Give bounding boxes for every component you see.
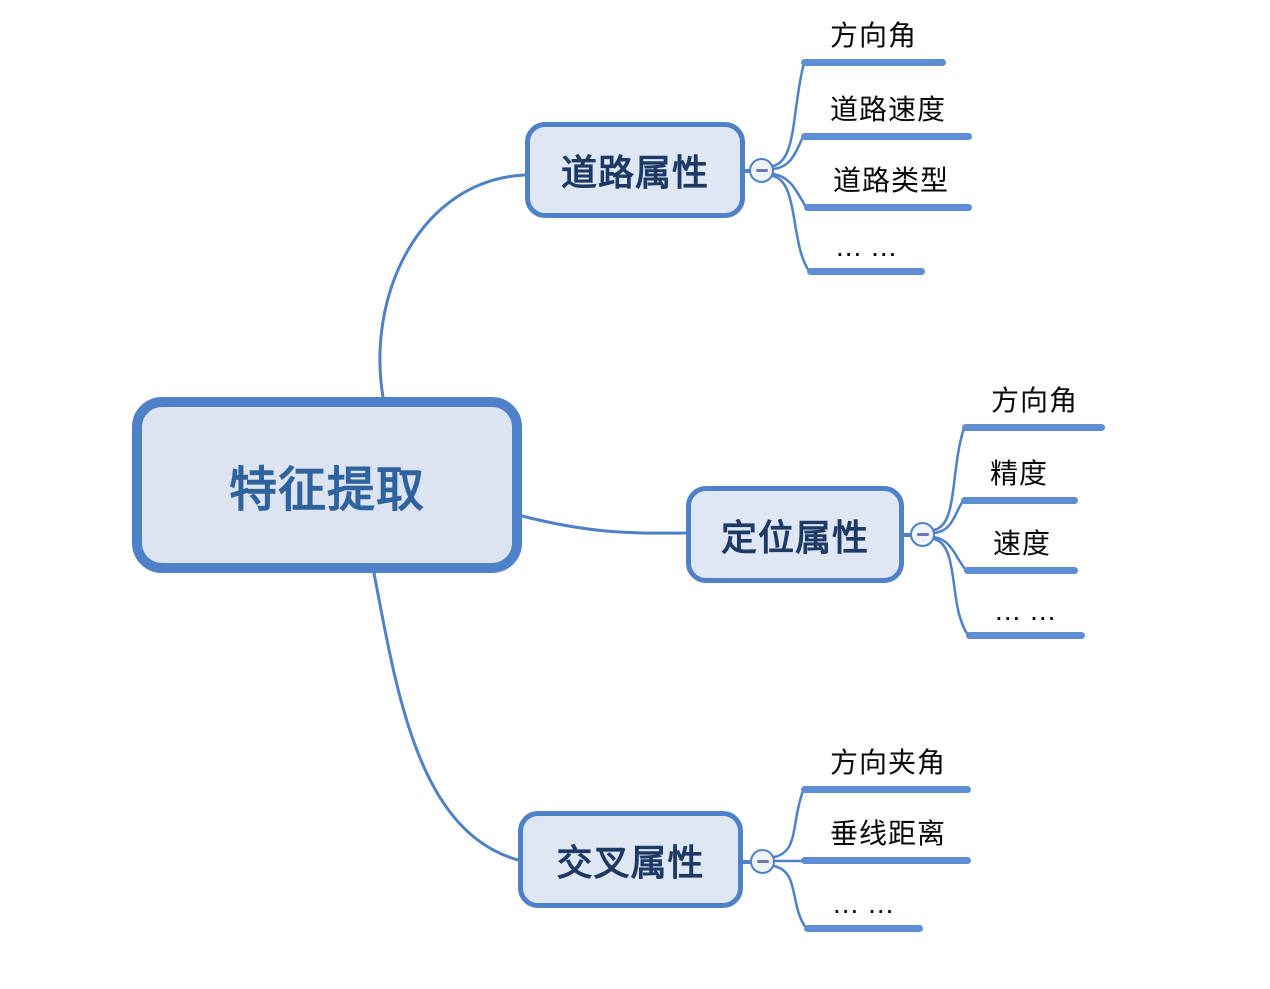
edge-loc-leaf-0	[932, 426, 966, 532]
leaf-underline	[961, 497, 1078, 504]
minus-icon	[756, 859, 769, 864]
minus-icon	[916, 532, 929, 537]
leaf-underline	[804, 204, 972, 211]
edge-road-leaf-3	[771, 174, 811, 273]
leaf-label: 精度	[990, 458, 1049, 489]
leaf-underline	[801, 133, 972, 140]
leaf-underline	[962, 424, 1105, 431]
edge-cross-leaf-2	[772, 864, 808, 930]
branch-node-loc[interactable]: 定位属性	[686, 486, 904, 583]
edge-root-to-road	[378, 173, 527, 399]
edge-road-leaf-1	[771, 135, 805, 171]
root-node[interactable]: 特征提取	[132, 397, 522, 573]
leaf-label: 道路速度	[830, 94, 947, 125]
edge-loc-leaf-3	[932, 537, 970, 637]
leaf-underline	[804, 925, 923, 932]
leaf-label: ... ...	[833, 888, 895, 919]
branch-node-cross[interactable]: 交叉属性	[518, 811, 743, 908]
collapse-button-loc[interactable]	[910, 522, 935, 547]
leaf-label: 方向角	[991, 385, 1079, 416]
leaf-underline	[801, 786, 971, 793]
leaf-label: ... ...	[995, 595, 1057, 626]
leaf-underline	[801, 59, 946, 66]
branch-node-loc-label: 定位属性	[720, 516, 869, 558]
collapse-button-cross[interactable]	[750, 849, 775, 874]
edge-root-to-loc	[520, 514, 688, 535]
edge-root-to-cross	[372, 571, 520, 862]
leaf-underline	[801, 857, 971, 864]
edge-road-leaf-2	[771, 172, 808, 209]
leaf-label: 垂线距离	[830, 818, 947, 849]
leaf-label: 速度	[993, 528, 1052, 559]
collapse-button-road[interactable]	[749, 158, 774, 183]
branch-node-road-label: 道路属性	[560, 152, 709, 193]
root-node-label: 特征提取	[228, 464, 425, 517]
edge-road-leaf-0	[771, 61, 806, 168]
minus-icon	[755, 168, 768, 173]
leaf-label: 道路类型	[833, 165, 950, 196]
leaf-underline	[807, 268, 925, 275]
leaf-label: 方向夹角	[830, 747, 947, 778]
leaf-underline	[966, 632, 1085, 639]
edge-cross-leaf-0	[772, 789, 805, 859]
edge-loc-leaf-1	[932, 499, 965, 535]
leaf-label: 方向角	[830, 20, 918, 51]
branch-node-road[interactable]: 道路属性	[525, 122, 745, 218]
edge-loc-leaf-2	[932, 535, 968, 572]
leaf-label: ... ...	[836, 231, 898, 262]
branch-node-cross-label: 交叉属性	[556, 841, 705, 883]
leaf-underline	[964, 567, 1078, 574]
